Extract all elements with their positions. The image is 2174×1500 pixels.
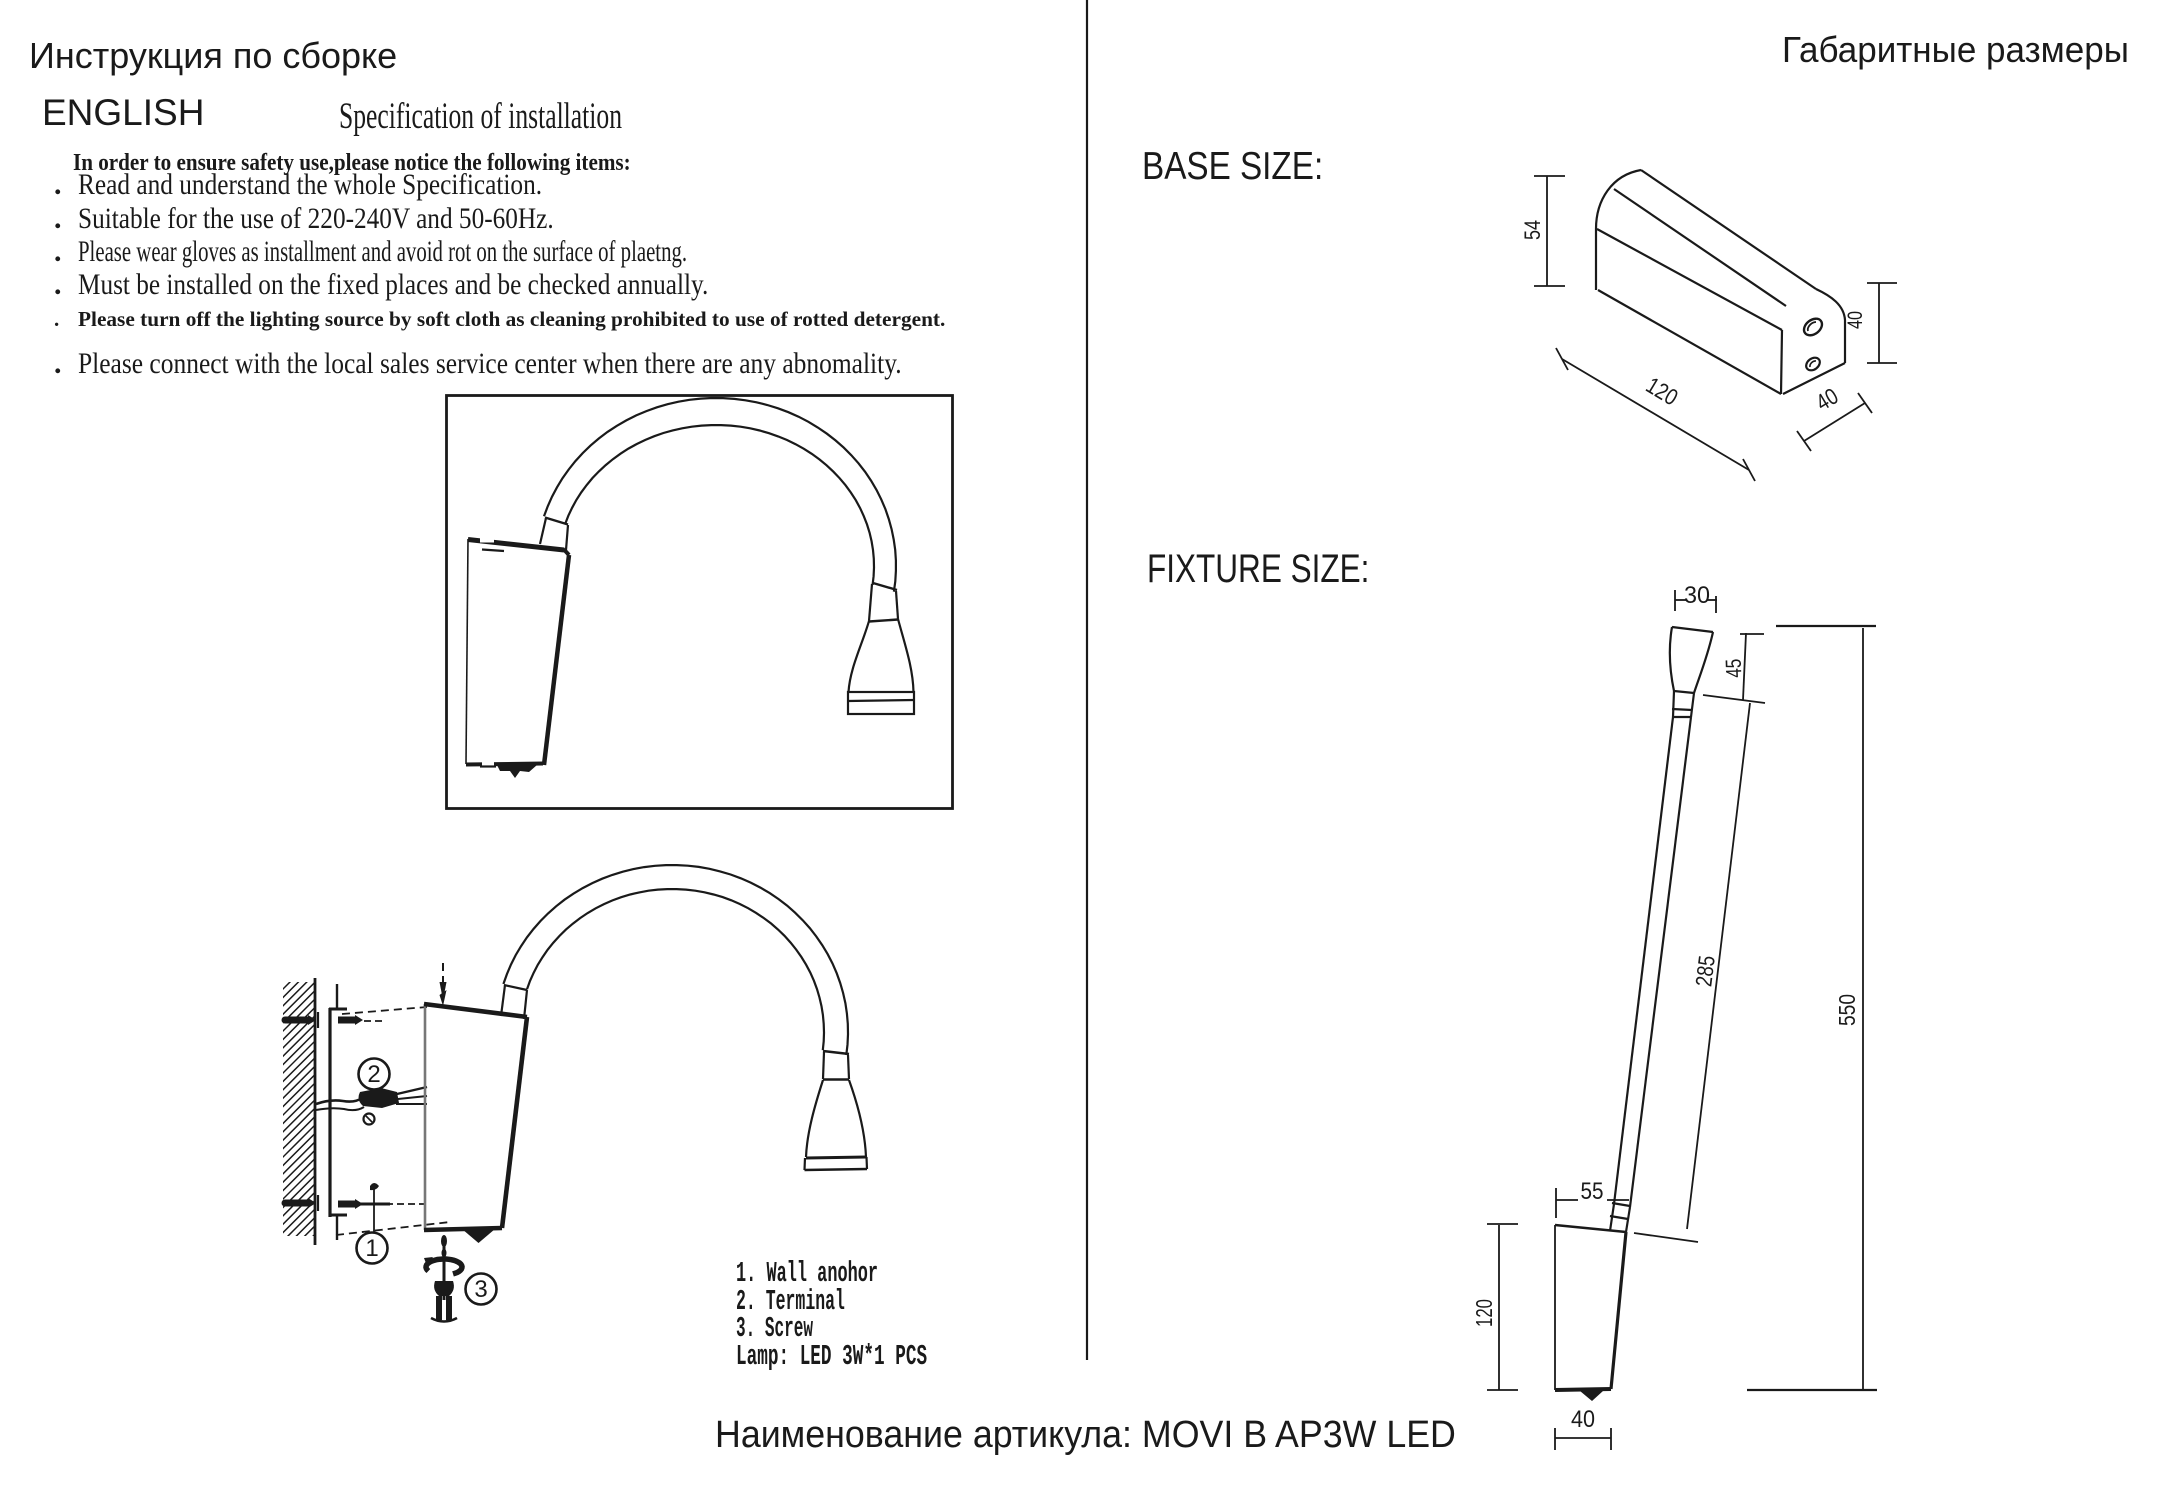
svg-text:120: 120: [1471, 1299, 1497, 1327]
svg-text:2: 2: [367, 1061, 380, 1088]
svg-text:120: 120: [1642, 372, 1683, 411]
svg-text:30: 30: [1684, 582, 1710, 609]
svg-text:45: 45: [1721, 658, 1747, 678]
svg-text:55: 55: [1581, 1178, 1604, 1205]
svg-text:550: 550: [1834, 994, 1860, 1026]
svg-text:285: 285: [1690, 954, 1720, 988]
svg-text:40: 40: [1844, 311, 1867, 329]
svg-text:1: 1: [365, 1235, 378, 1262]
svg-text:3: 3: [474, 1276, 487, 1303]
svg-text:40: 40: [1811, 383, 1842, 416]
svg-text:54: 54: [1520, 220, 1545, 240]
svg-text:40: 40: [1571, 1406, 1595, 1433]
